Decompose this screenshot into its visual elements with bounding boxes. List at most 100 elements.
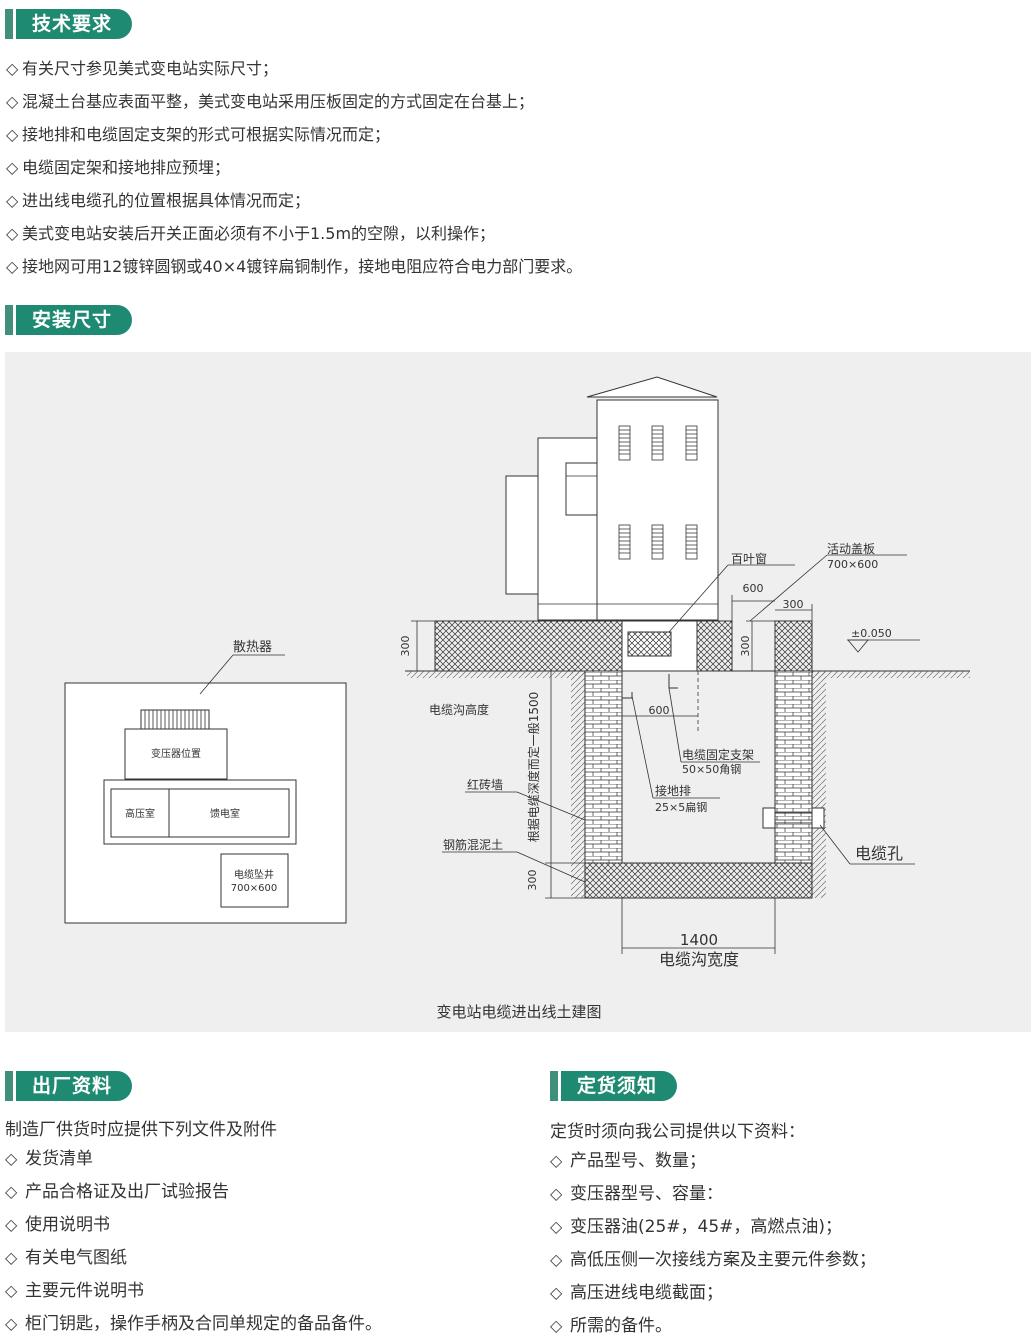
hv-room-label: 高压室: [125, 807, 155, 820]
feeder-room-box: [168, 788, 290, 838]
cable-hole-symbol: [762, 807, 825, 829]
list-item: ◇进出线电缆孔的位置根据具体情况而定；: [6, 184, 582, 217]
diamond-bullet-icon: ◇: [5, 1149, 18, 1168]
section-title-factory: 出厂资料: [16, 1071, 133, 1101]
diamond-bullet-icon: ◇: [6, 257, 19, 276]
header-accent-bar: [5, 305, 13, 335]
diamond-bullet-icon: ◇: [6, 92, 19, 111]
depth-note: 根据电缆深度而定一般1500: [526, 692, 541, 843]
section-title-install: 安装尺寸: [16, 305, 133, 335]
drawing-caption: 变电站电缆进出线土建图: [436, 1003, 601, 1021]
radiator-label: 散热器: [233, 640, 272, 655]
side-panel: [565, 462, 598, 516]
section-title-order: 定货须知: [561, 1071, 678, 1101]
list-item: ◇有关电气图纸: [5, 1241, 382, 1274]
header-accent-bar: [5, 1071, 13, 1101]
diamond-bullet-icon: ◇: [5, 1182, 18, 1201]
transformer-position-label: 变压器位置: [151, 747, 201, 760]
diamond-bullet-icon: ◇: [550, 1217, 563, 1236]
list-item: ◇高压进线电缆截面；: [550, 1276, 876, 1309]
tech-requirements-list: ◇有关尺寸参见美式变电站实际尺寸； ◇混凝土台基应表面平整，美式变电站采用压板固…: [6, 52, 582, 283]
brick-wall-left: [584, 670, 623, 864]
diamond-bullet-icon: ◇: [550, 1151, 563, 1170]
diamond-bullet-icon: ◇: [5, 1314, 18, 1333]
list-item: ◇电缆固定架和接地排应预埋；: [6, 151, 582, 184]
list-item: ◇接地排和电缆固定支架的形式可根据实际情况而定；: [6, 118, 582, 151]
trench-width-value: 1400: [680, 931, 718, 949]
list-item: ◇美式变电站安装后开关正面必须有不小于1.5m的空隙，以利操作；: [6, 217, 582, 250]
order-intro: 定货时须向我公司提供以下资料：: [550, 1122, 805, 1142]
dim-300-bottom: 300: [526, 870, 539, 891]
factory-intro: 制造厂供货时应提供下列文件及附件: [5, 1120, 277, 1140]
cabinet-roof: [586, 376, 718, 398]
diamond-bullet-icon: ◇: [550, 1250, 563, 1269]
concrete-label: 钢筋混泥土: [443, 837, 503, 852]
transformer-position-box: [124, 728, 228, 780]
concrete-base-mid: [696, 620, 733, 672]
list-item: ◇产品型号、数量；: [550, 1144, 876, 1177]
section-title-tech: 技术要求: [16, 9, 133, 39]
list-item: ◇发货清单: [5, 1142, 382, 1175]
diamond-bullet-icon: ◇: [5, 1215, 18, 1234]
list-item: ◇使用说明书: [5, 1208, 382, 1241]
brick-wall-right: [774, 670, 813, 864]
list-item: ◇所需的备件。: [550, 1309, 876, 1342]
ground-bar-label: 接地排: [655, 783, 691, 798]
dim-300-slab: 300: [739, 636, 752, 657]
level-label: ±0.050: [851, 627, 892, 640]
dimension-lines: [411, 554, 920, 954]
diamond-bullet-icon: ◇: [6, 158, 19, 177]
list-item: ◇高低压侧一次接线方案及主要元件参数；: [550, 1243, 876, 1276]
trench-height-label: 电缆沟高度: [429, 702, 489, 717]
ground-bar-spec: 25×5扁钢: [655, 801, 707, 814]
list-item: ◇主要元件说明书: [5, 1274, 382, 1307]
feeder-room-label: 馈电室: [210, 807, 240, 820]
ground-hatch: [812, 671, 970, 678]
cover-plate-label: 活动盖板: [827, 542, 875, 556]
radiator-fins: [140, 709, 210, 730]
list-item: ◇接地网可用12镀锌圆钢或40×4镀锌扁铜制作，接地电阻应符合电力部门要求。: [6, 250, 582, 283]
list-item: ◇产品合格证及出厂试验报告: [5, 1175, 382, 1208]
bracket-spec: 50×50角钢: [682, 763, 741, 776]
dim-300-left: 300: [399, 636, 412, 657]
list-item: ◇变压器油(25#，45#，高燃点油)；: [550, 1210, 876, 1243]
factory-docs-list: ◇发货清单 ◇产品合格证及出厂试验报告 ◇使用说明书 ◇有关电气图纸 ◇主要元件…: [5, 1142, 382, 1340]
cable-hole-label: 电缆孔: [855, 844, 903, 863]
header-accent-bar: [550, 1071, 558, 1101]
trench-width-label: 电缆沟宽度: [659, 950, 739, 969]
radiator-side: [505, 475, 539, 595]
concrete-base-right: [774, 620, 813, 672]
louver-box: [627, 631, 672, 657]
diamond-bullet-icon: ◇: [550, 1283, 563, 1302]
list-item: ◇混凝土台基应表面平整，美式变电站采用压板固定的方式固定在台基上；: [6, 85, 582, 118]
order-info-list: ◇产品型号、数量； ◇变压器型号、容量： ◇变压器油(25#，45#，高燃点油)…: [550, 1144, 876, 1342]
concrete-bottom-slab: [584, 862, 813, 899]
cover-plate-size: 700×600: [827, 558, 878, 571]
diamond-bullet-icon: ◇: [5, 1248, 18, 1267]
diamond-bullet-icon: ◇: [6, 224, 19, 243]
diamond-bullet-icon: ◇: [550, 1184, 563, 1203]
dim-600-top: 600: [743, 582, 764, 595]
list-item: ◇变压器型号、容量：: [550, 1177, 876, 1210]
diamond-bullet-icon: ◇: [550, 1316, 563, 1335]
cable-pit-box: [220, 853, 289, 908]
list-item: ◇有关尺寸参见美式变电站实际尺寸；: [6, 52, 582, 85]
plan-view: 变压器位置 高压室 馈电室 电缆坠井 700×600 散热器: [64, 640, 347, 924]
installation-drawing: 变压器位置 高压室 馈电室 电缆坠井 700×600 散热器: [5, 352, 1031, 1032]
header-accent-bar: [5, 9, 13, 39]
diamond-bullet-icon: ◇: [6, 191, 19, 210]
list-item: ◇柜门钥匙，操作手柄及合同单规定的备品备件。: [5, 1307, 382, 1340]
bracket-label: 电缆固定支架: [682, 747, 754, 762]
concrete-base-left: [434, 620, 623, 672]
diamond-bullet-icon: ◇: [6, 59, 19, 78]
louver-vents: [618, 425, 698, 560]
section-view: 百叶窗 活动盖板 700×600 600 300 ±0.050 300 300 …: [399, 376, 970, 969]
diamond-bullet-icon: ◇: [5, 1281, 18, 1300]
civil-drawing-svg: 变压器位置 高压室 馈电室 电缆坠井 700×600 散热器: [64, 376, 970, 1021]
diamond-bullet-icon: ◇: [6, 125, 19, 144]
dim-600-mid: 600: [649, 704, 670, 717]
cable-pit-label: 电缆坠井: [234, 868, 274, 881]
louver-label: 百叶窗: [731, 552, 767, 566]
cable-pit-size: 700×600: [231, 883, 278, 894]
dim-300-right: 300: [783, 598, 804, 611]
